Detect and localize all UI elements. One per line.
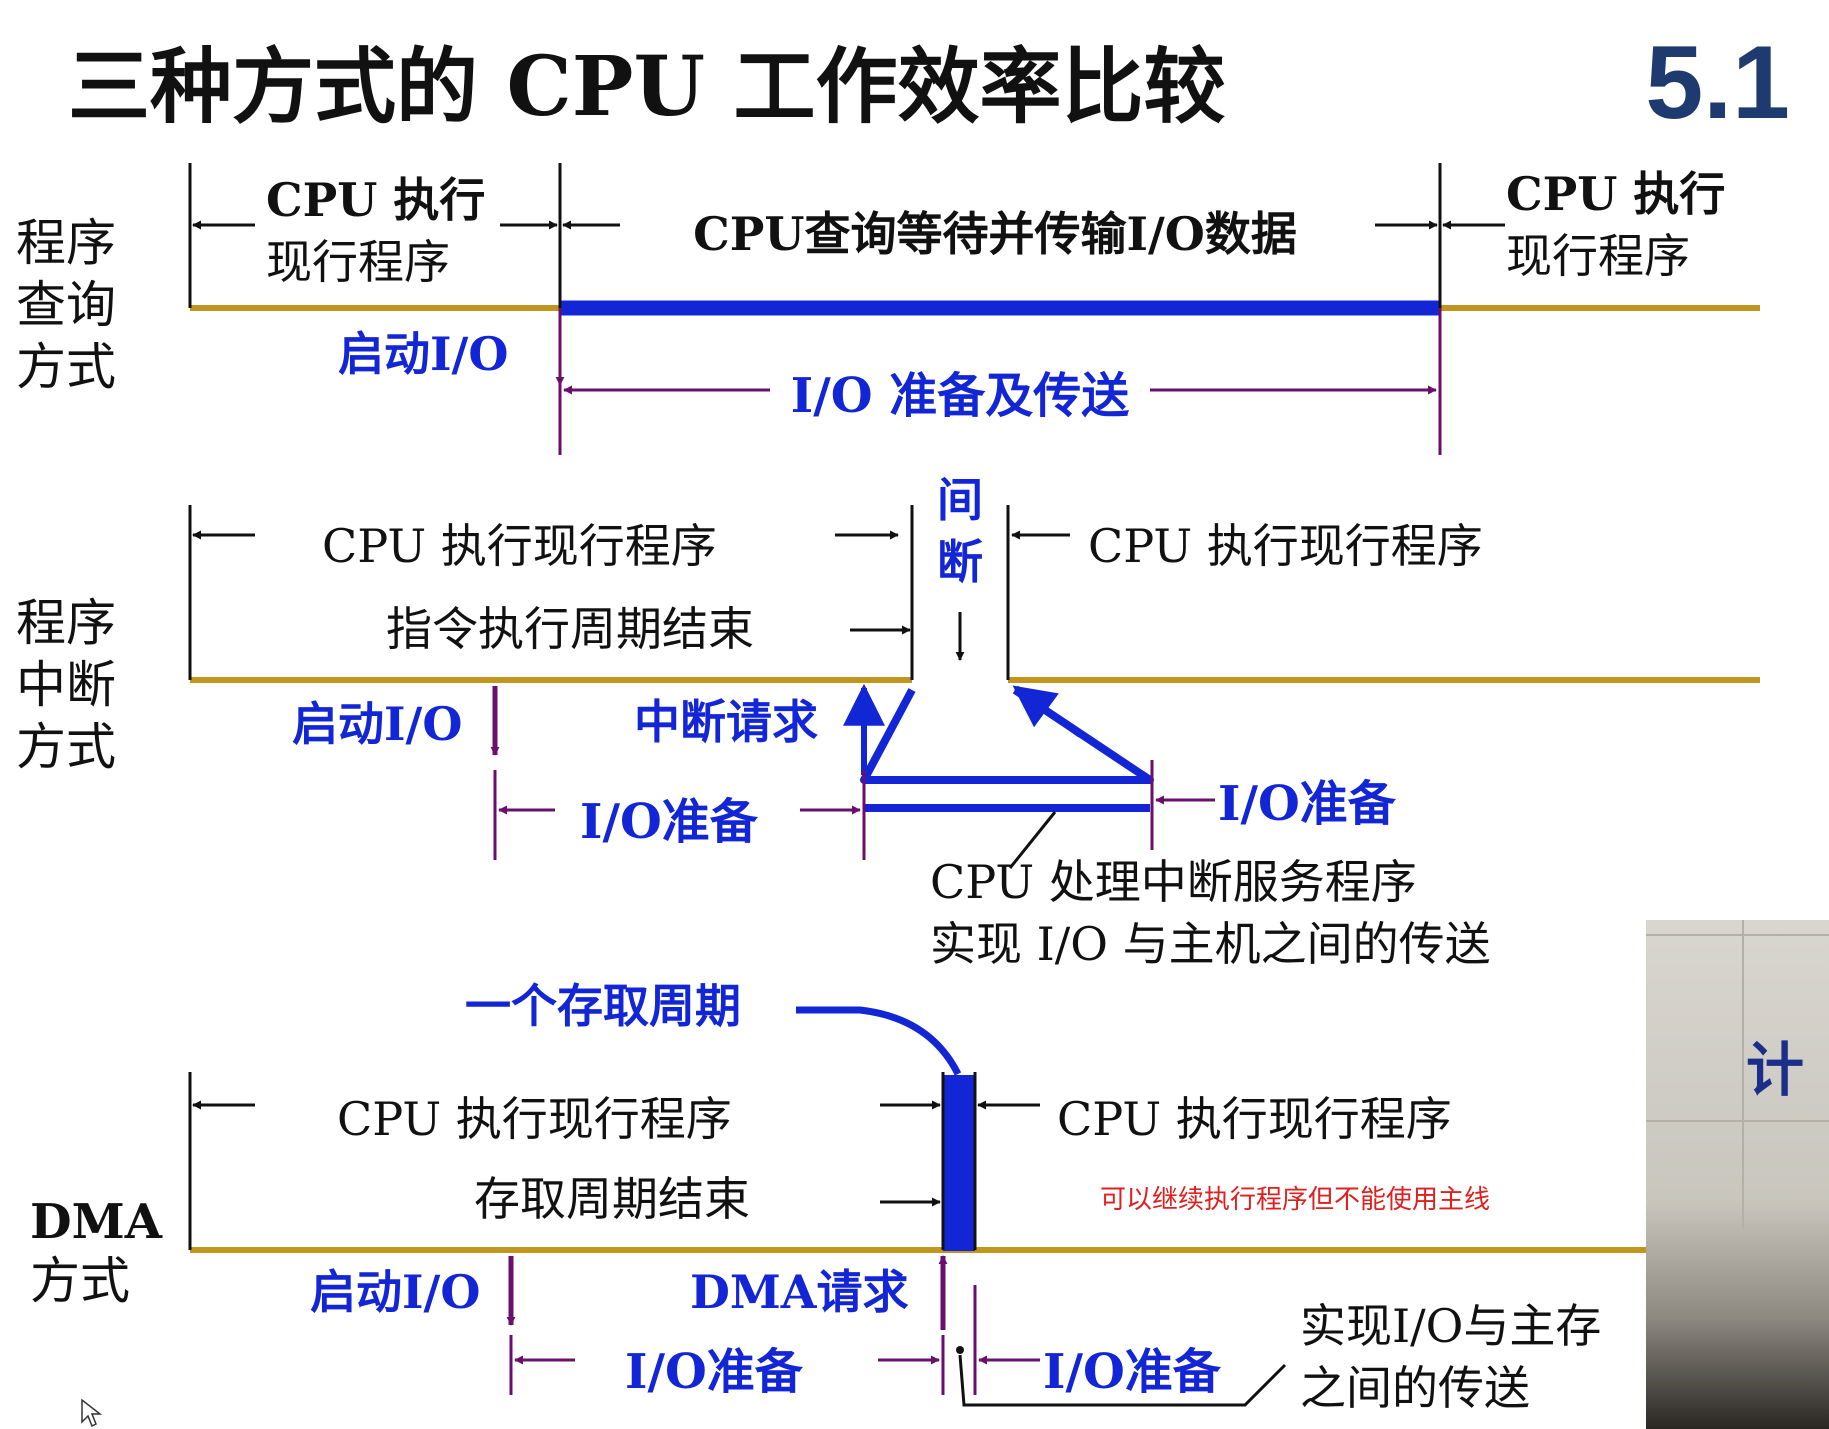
service-routine-line1: CPU 处理中断服务程序 bbox=[930, 855, 1417, 909]
dma-access-cycle-bar bbox=[943, 1075, 975, 1251]
polling-label-line1: 程序 bbox=[16, 214, 116, 272]
interrupt-return-arrow bbox=[1012, 685, 1082, 738]
webcam-overlay: 计 bbox=[1646, 920, 1829, 1429]
interrupt-vertical-char1: 间 bbox=[937, 473, 983, 527]
dma-io-prep-right: I/O准备 bbox=[1043, 1344, 1222, 1400]
start-io-label: 启动I/O bbox=[338, 327, 508, 381]
interrupt-vertical-char2: 断 bbox=[937, 535, 983, 589]
cpu-exec-left-line2: 现行程序 bbox=[266, 235, 450, 289]
polling-mode: 程序 查询 方式 CPU 执行 现行程序 CPU查询等待并传输I/O数据 CPU… bbox=[16, 163, 1760, 455]
dma-label-line1: DMA bbox=[30, 1194, 163, 1250]
interrupt-label-line1: 程序 bbox=[16, 594, 116, 652]
instr-cycle-end: 指令执行周期结束 bbox=[386, 602, 754, 656]
interrupt-cpu-exec-left: CPU 执行现行程序 bbox=[322, 519, 717, 573]
section-number: 5.1 bbox=[1645, 25, 1790, 141]
dma-request-label: DMA请求 bbox=[690, 1265, 909, 1319]
transfer-line2: 之间的传送 bbox=[1300, 1361, 1530, 1415]
service-routine-line2: 实现 I/O 与主机之间的传送 bbox=[930, 917, 1491, 971]
interrupt-mode: 程序 中断 方式 CPU 执行现行程序 指令执行周期结束 间 断 CPU 执行现… bbox=[16, 473, 1760, 971]
polling-label-line3: 方式 bbox=[16, 338, 116, 396]
transfer-callout bbox=[958, 1354, 1287, 1407]
interrupt-io-prep-right: I/O准备 bbox=[1218, 776, 1397, 832]
interrupt-service-path bbox=[860, 686, 1154, 784]
page-title: 三种方式的 CPU 工作效率比较 bbox=[68, 39, 1226, 135]
dma-mode: DMA 方式 一个存取周期 CPU 执行现行程序 存取周期结束 CPU 执行现行… bbox=[30, 979, 1646, 1415]
cpu-wait-label: CPU查询等待并传输I/O数据 bbox=[693, 207, 1297, 261]
interrupt-cpu-exec-right: CPU 执行现行程序 bbox=[1088, 519, 1483, 573]
cpu-exec-right-line2: 现行程序 bbox=[1506, 229, 1690, 283]
dma-start-io: 启动I/O bbox=[310, 1265, 480, 1319]
polling-label-line2: 查询 bbox=[16, 276, 116, 334]
interrupt-io-prep-left: I/O准备 bbox=[580, 794, 759, 850]
access-cycle-end: 存取周期结束 bbox=[474, 1172, 750, 1226]
dma-cpu-exec-right: CPU 执行现行程序 bbox=[1057, 1092, 1452, 1146]
access-cycle-callout bbox=[796, 1006, 962, 1076]
wall-tile-line bbox=[1646, 934, 1829, 936]
mouse-cursor-icon bbox=[81, 1398, 103, 1428]
wall-tile-line bbox=[1742, 920, 1744, 1229]
interrupt-label-line3: 方式 bbox=[16, 718, 116, 776]
interrupt-label-line2: 中断 bbox=[16, 656, 116, 714]
wall-tile-line bbox=[1646, 1120, 1829, 1122]
webcam-sign-text: 计 bbox=[1746, 1036, 1805, 1104]
access-cycle-label: 一个存取周期 bbox=[465, 979, 741, 1033]
dma-io-prep-left: I/O准备 bbox=[625, 1344, 804, 1400]
transfer-callout-dot bbox=[956, 1346, 964, 1354]
interrupt-request-label: 中断请求 bbox=[634, 695, 818, 749]
interrupt-start-io: 启动I/O bbox=[292, 697, 462, 751]
dma-label-line2: 方式 bbox=[30, 1252, 130, 1310]
transfer-line1: 实现I/O与主存 bbox=[1300, 1299, 1601, 1353]
cpu-exec-left-line1: CPU 执行 bbox=[266, 173, 485, 227]
io-prep-transfer-label: I/O 准备及传送 bbox=[791, 368, 1130, 424]
dma-cpu-exec-left: CPU 执行现行程序 bbox=[337, 1092, 732, 1146]
cpu-exec-right-line1: CPU 执行 bbox=[1506, 167, 1725, 221]
dma-note: 可以继续执行程序但不能使用主线 bbox=[1100, 1185, 1490, 1215]
service-callout-line bbox=[1008, 811, 1057, 869]
